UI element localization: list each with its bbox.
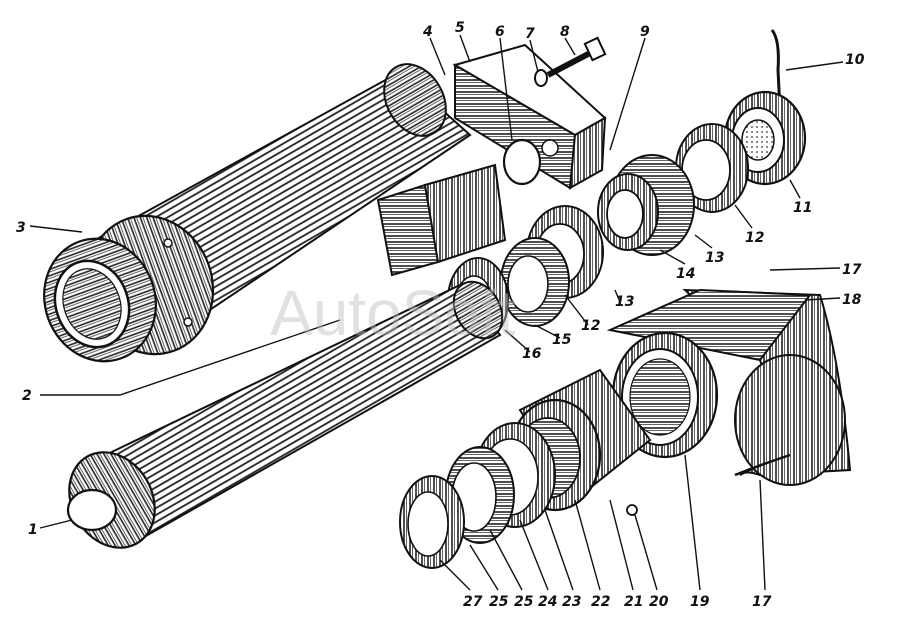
- part-label-17-lower: 17: [752, 594, 772, 610]
- part-label-20: 20: [649, 594, 669, 610]
- part-label-4: 4: [422, 24, 433, 40]
- part-label-1: 1: [28, 522, 38, 538]
- part-label-3: 3: [16, 220, 26, 236]
- part-label-18: 18: [842, 292, 862, 308]
- part-label-2: 2: [22, 388, 32, 404]
- part-label-9: 9: [640, 24, 650, 40]
- seal-ring: [502, 138, 542, 186]
- part-label-8: 8: [560, 24, 570, 40]
- part-labels: 1 2 3 4 5 6 7 8 9 10 11 12 13 14 17 18 1…: [16, 20, 865, 610]
- part-label-10: 10: [845, 52, 865, 68]
- part-label-5: 5: [455, 20, 465, 36]
- part-label-22: 22: [591, 594, 610, 610]
- watermark: AutoSoft: [270, 277, 516, 349]
- part-label-14: 14: [676, 266, 695, 282]
- part-label-27: 27: [463, 594, 483, 610]
- part-label-21: 21: [624, 594, 643, 610]
- part-label-12-lower: 12: [581, 318, 600, 334]
- part-label-25-right: 25: [514, 594, 534, 610]
- mounting-bracket: [376, 163, 507, 277]
- part-label-12-upper: 12: [745, 230, 764, 246]
- thrust-washer-upper: [675, 123, 749, 213]
- part-label-19: 19: [690, 594, 710, 610]
- part-label-13-upper: 13: [705, 250, 724, 266]
- split-sleeve: [606, 288, 852, 486]
- bolt: [534, 36, 607, 87]
- part-label-17-upper: 17: [842, 262, 862, 278]
- cylinder-barrel: [43, 63, 472, 363]
- part-label-16: 16: [522, 346, 542, 362]
- bearing-upper: [597, 154, 695, 256]
- part-label-23: 23: [562, 594, 581, 610]
- part-label-25-left: 25: [489, 594, 509, 610]
- part-label-6: 6: [495, 24, 505, 40]
- piston-rod: [66, 280, 504, 549]
- part-label-24: 24: [538, 594, 557, 610]
- leader-lines: [29, 34, 844, 591]
- part-label-11: 11: [793, 200, 812, 216]
- part-label-13-lower: 13: [615, 294, 634, 310]
- cotter-pin: [770, 29, 782, 111]
- trunnion-block: [452, 43, 607, 190]
- piston-rings: [399, 422, 556, 569]
- part-label-7: 7: [525, 26, 535, 42]
- part-label-15: 15: [552, 332, 572, 348]
